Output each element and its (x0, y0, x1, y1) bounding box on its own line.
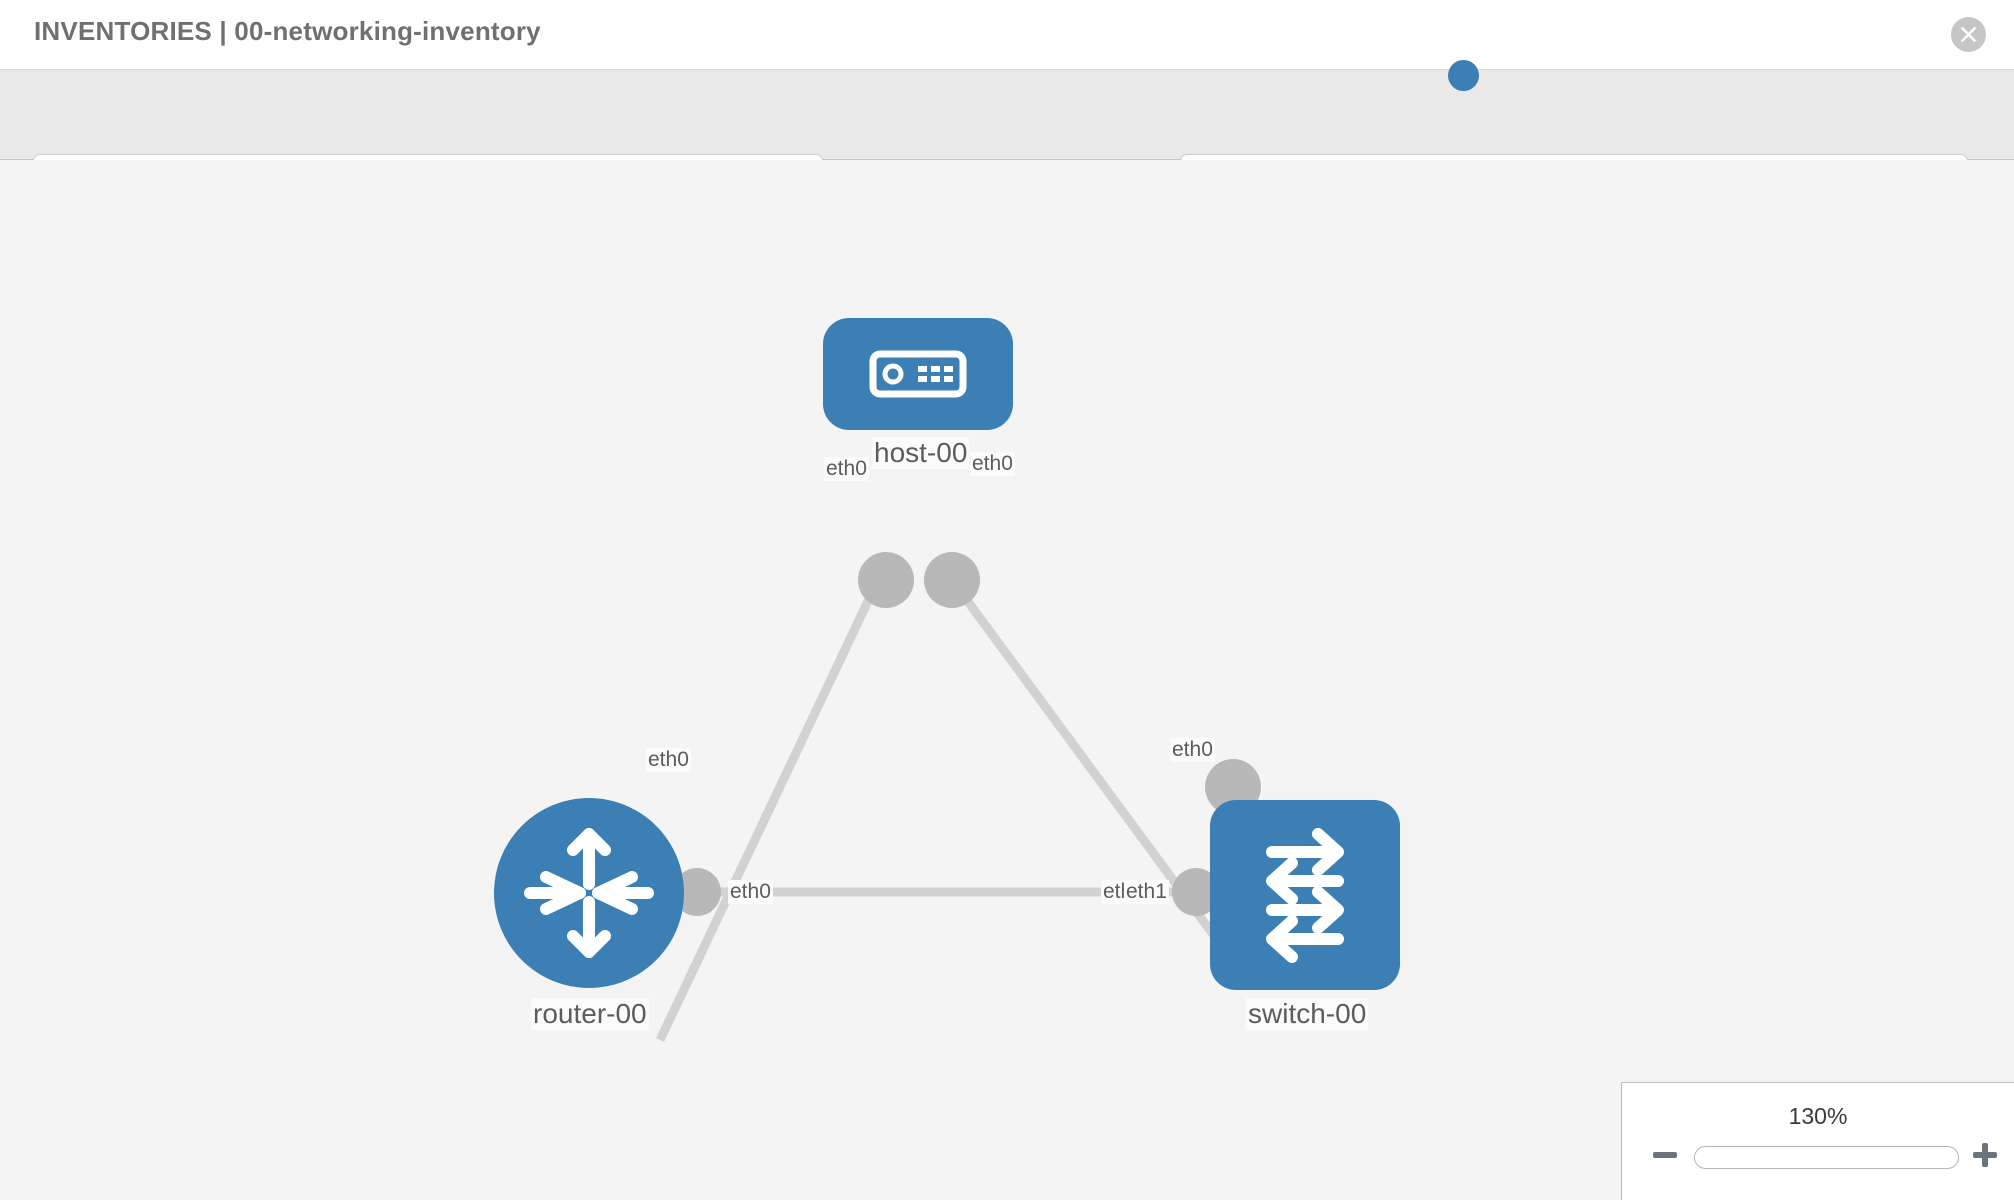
topology-node-router-00[interactable] (494, 798, 684, 988)
zoom-level-label: 130% (1788, 1103, 1848, 1129)
edge-label-router-right: eth0 (728, 880, 773, 904)
switch-arrows-icon (1266, 828, 1344, 963)
topology-node-label-host-00: host-00 (872, 437, 970, 469)
topology-node-label-router-00: router-00 (531, 998, 649, 1030)
plus-icon (1973, 1143, 1997, 1167)
zoom-in-button[interactable] (1970, 1140, 2000, 1170)
minus-icon (1653, 1152, 1677, 1158)
zoom-out-button[interactable] (1650, 1140, 1680, 1170)
edge-label-host-right: eth0 (970, 452, 1015, 476)
window-header: INVENTORIES | 00-networking-inventory (0, 0, 2014, 70)
topology-node-label-switch-00: switch-00 (1246, 998, 1369, 1030)
page-title: INVENTORIES | 00-networking-inventory (34, 16, 541, 46)
zoom-control-panel: 130% (1621, 1082, 2014, 1200)
server-icon (869, 350, 967, 398)
topology-node-switch-00[interactable] (1210, 800, 1400, 990)
topology-canvas[interactable]: host-00 router-00 (0, 160, 2014, 1200)
zoom-slider-track[interactable] (1694, 1146, 1959, 1169)
topology-node-host-00[interactable] (823, 318, 1013, 430)
edge-label-router-up: eth0 (646, 748, 691, 772)
router-arrows-icon (524, 828, 654, 958)
zoom-slider-thumb[interactable] (1448, 60, 1479, 91)
edge-label-switch-left: eth1 (1124, 880, 1169, 904)
toolbar: ACTIONS SEARCH (0, 70, 2014, 206)
topology-edges (655, 552, 1261, 1042)
edge-label-switch-up: eth0 (1170, 738, 1215, 762)
edge-label-host-left: eth0 (824, 457, 869, 481)
close-icon[interactable] (1951, 17, 1986, 52)
